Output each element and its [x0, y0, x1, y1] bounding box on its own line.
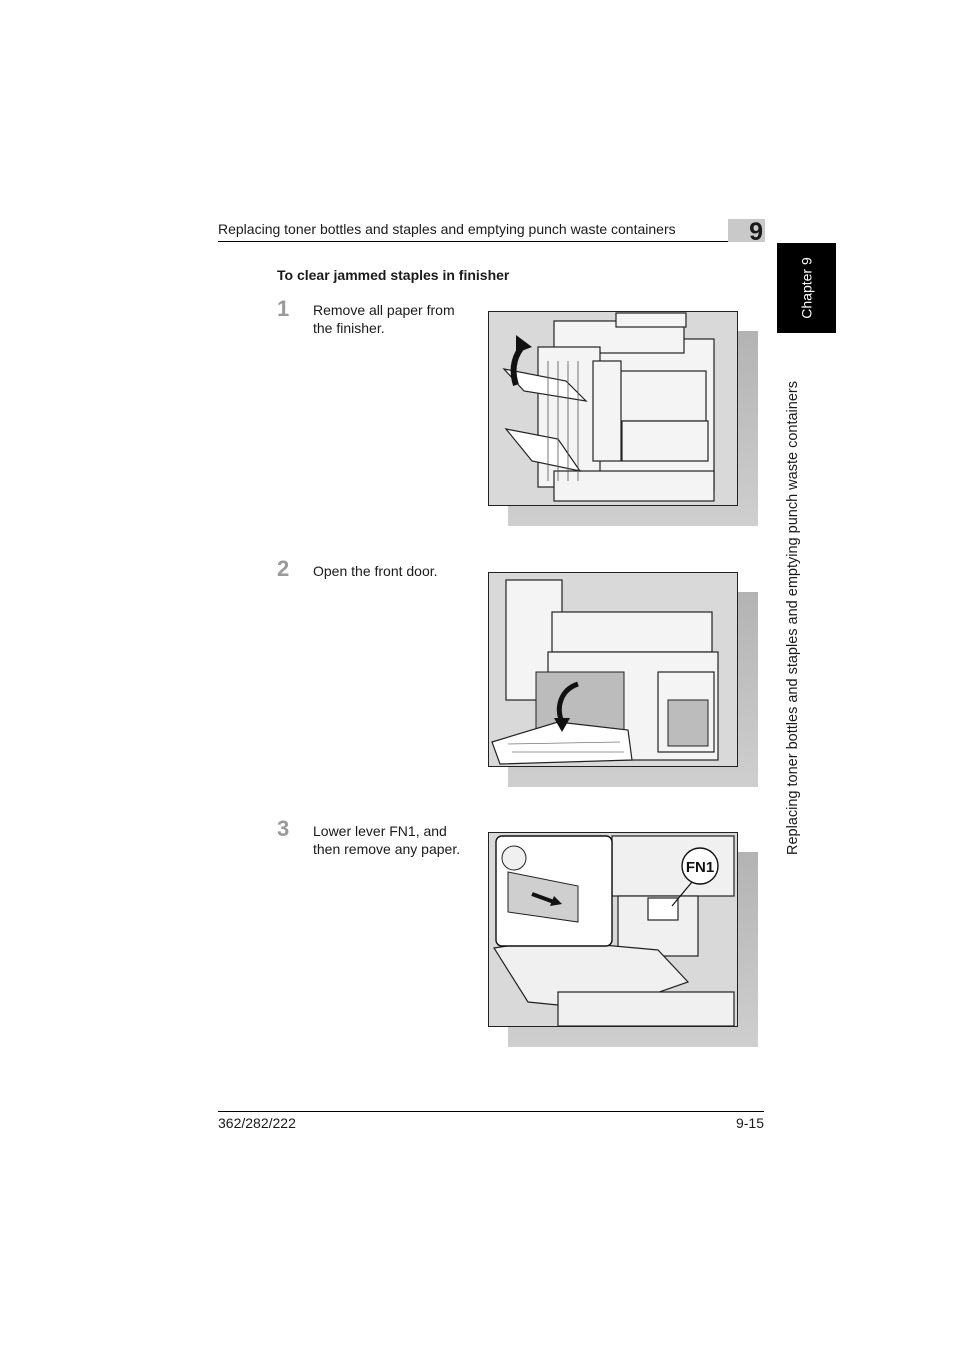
footer-model: 362/282/222: [218, 1115, 296, 1131]
running-header-title: Replacing toner bottles and staples and …: [218, 221, 676, 237]
section-heading: To clear jammed staples in finisher: [277, 267, 510, 283]
step-2-number: 2: [277, 556, 290, 581]
chapter-side-tab-label: Chapter 9: [798, 257, 815, 319]
copier-finisher-illustration: [502, 312, 715, 502]
footer-rule: [218, 1111, 764, 1112]
chapter-number: 9: [749, 218, 763, 246]
chapter-number-box: [728, 219, 765, 242]
step-2-text: Open the front door.: [313, 563, 438, 579]
step-3-number: 3: [277, 816, 290, 841]
header-rule: [218, 241, 728, 242]
fn1-callout-label: FN1: [686, 859, 714, 876]
step-1-number: 1: [277, 296, 290, 321]
step-3-text: Lower lever FN1, and then remove any pap…: [313, 823, 461, 857]
step-1-figure: [488, 311, 758, 526]
step-2-figure: [488, 572, 758, 787]
footer-page-number: 9-15: [735, 1115, 764, 1131]
chapter-side-tab-label-wrap: Chapter 9: [777, 243, 836, 333]
copier-front-door-illustration: [491, 579, 719, 765]
side-section-title: Replacing toner bottles and staples and …: [785, 381, 801, 855]
lever-fn1-illustration: FN1: [493, 835, 735, 1027]
step-1-text: Remove all paper from the finisher.: [313, 302, 455, 336]
step-3-figure: FN1: [488, 832, 758, 1047]
chapter-side-tab: [777, 243, 836, 333]
